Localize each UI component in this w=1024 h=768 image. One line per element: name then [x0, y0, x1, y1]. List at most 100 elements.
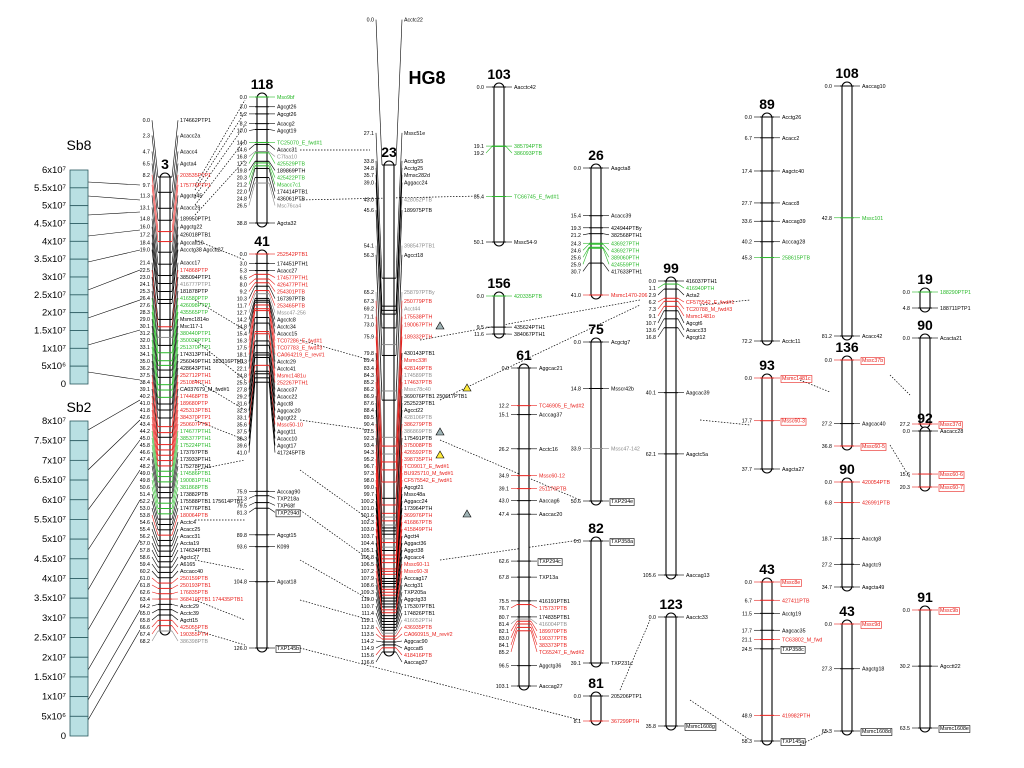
- marker-position: 23.0: [140, 275, 150, 281]
- marker-name: Msmc33fl: [404, 358, 427, 364]
- marker-position: 0.0: [745, 115, 752, 121]
- marker-name: 430143PTB1: [404, 351, 435, 357]
- homology-link: [419, 299, 641, 341]
- marker-leader: [171, 318, 179, 371]
- marker-position: 9.7: [143, 183, 150, 189]
- chromosome-bar: [590, 536, 602, 668]
- position-leader: [657, 301, 665, 310]
- marker-leader: [171, 381, 179, 433]
- marker-name: Msacc7c1: [277, 182, 301, 188]
- marker-name: Mssc78c40: [404, 387, 431, 393]
- marker-name: Acccag28: [782, 240, 805, 246]
- marker-name: 386279PTB: [404, 422, 432, 428]
- marker-leader: [171, 262, 179, 320]
- marker-name: 435565PTP: [180, 310, 208, 316]
- scaffold-segment: [69, 676, 89, 698]
- position-leader: [375, 535, 383, 599]
- marker-position: 53.8: [140, 513, 150, 519]
- position-leader: [151, 409, 159, 456]
- scaffold-tick-label: 8x10⁷: [42, 416, 67, 427]
- marker-box: [609, 498, 635, 506]
- chromosome-bar: [841, 355, 853, 451]
- marker-name: 436927PTH: [611, 248, 639, 254]
- marker-name: 426592PTB: [404, 450, 432, 456]
- chromosome-bar: [761, 373, 773, 474]
- marker-position: 24.3: [571, 241, 581, 247]
- scaffold-tick-label: 1x10⁷: [42, 343, 67, 354]
- position-leader: [151, 507, 159, 530]
- marker-name: Aggcac20: [277, 409, 301, 415]
- marker-name: Acctg25: [404, 166, 423, 172]
- marker-position: 103.0: [361, 527, 374, 533]
- position-leader: [375, 612, 383, 631]
- linkage-group-label: 91: [917, 589, 933, 605]
- homology-link: [299, 419, 371, 431]
- marker-name: 416191PTB1: [539, 599, 570, 605]
- marker-position: 62.6: [499, 559, 509, 565]
- scaffold-link: [87, 299, 141, 319]
- marker-leader: [677, 283, 685, 289]
- marker-name: Agcct22: [404, 408, 423, 414]
- linkage-group-label: 26: [588, 147, 604, 163]
- position-leader: [375, 199, 383, 345]
- position-leader: [151, 226, 159, 284]
- marker-position: 126.0: [234, 646, 247, 652]
- linkage-group-label: 118: [251, 76, 274, 92]
- marker-leader: [171, 163, 179, 221]
- marker-name: 428149PTB: [404, 366, 432, 372]
- marker-position: 43.4: [140, 422, 150, 428]
- marker-leader: [171, 207, 179, 265]
- linkage-group-label: 41: [254, 233, 270, 249]
- marker-leader: [268, 365, 276, 425]
- marker-name: 174451PTH1: [277, 261, 308, 267]
- scaffold-segment: [69, 223, 89, 242]
- position-leader: [151, 353, 159, 405]
- marker-position: 25.6: [571, 255, 581, 261]
- position-leader: [151, 500, 159, 525]
- marker-position: 18.1: [237, 353, 247, 359]
- marker-position: 92.3: [364, 436, 374, 442]
- position-leader: [151, 283, 159, 338]
- marker-position: 30.7: [571, 269, 581, 275]
- marker-box: [780, 646, 806, 654]
- marker-name: CF575542_E_fwd#1: [686, 300, 734, 306]
- marker-position: 41.0: [571, 293, 581, 299]
- marker-leader: [171, 486, 179, 514]
- marker-name: Acctc29: [180, 604, 199, 610]
- marker-name: Aggcac21: [539, 366, 563, 372]
- marker-position: 32.3: [237, 409, 247, 415]
- position-leader: [151, 458, 159, 493]
- marker-leader: [268, 298, 276, 320]
- marker-name: Acctg55: [404, 159, 423, 165]
- position-leader: [151, 381, 159, 433]
- marker-position: 76.7: [499, 606, 509, 612]
- marker-name: 174835PTB1: [539, 615, 570, 621]
- marker-name: Mssc60-3l: [404, 569, 428, 575]
- marker-position: 60.2: [140, 569, 150, 575]
